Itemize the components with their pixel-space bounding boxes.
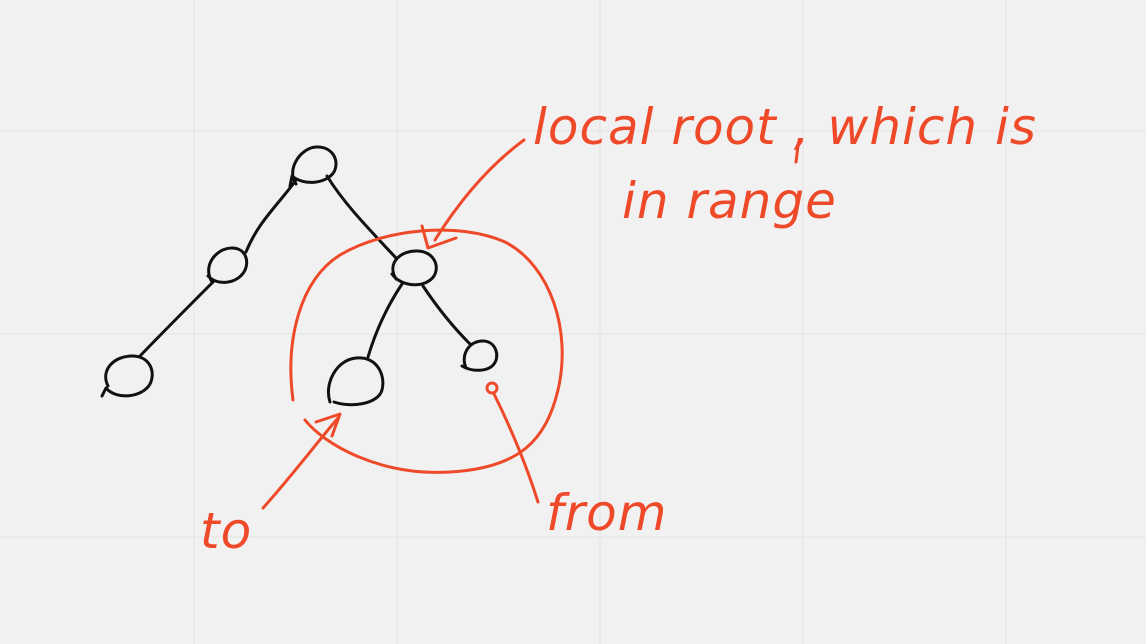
from-pointer-line (492, 392, 540, 504)
label-group: local root , which is in range to from (200, 98, 1037, 560)
local-root-label-line2: in range (622, 172, 837, 230)
tree-edge-localroot-right (421, 284, 472, 346)
tree-node-local-right (460, 339, 499, 372)
from-pointer-dot (485, 381, 499, 395)
from-label: from (546, 484, 667, 542)
tree-node-local-root (390, 249, 438, 287)
red-annotations (261, 138, 800, 510)
tree-node-left (206, 246, 249, 284)
tree-node-left-leaf (100, 354, 154, 398)
tree-edge-left-leftleaf (138, 279, 216, 358)
local-root-label-line1: local root , which is (533, 98, 1037, 156)
local-root-pointer-arrow (433, 138, 526, 242)
to-pointer-arrow (261, 416, 340, 510)
tree-edge-root-localroot (325, 174, 398, 260)
comma-mark (794, 144, 800, 164)
local-root-arrowhead (420, 224, 458, 250)
to-arrowhead (314, 412, 342, 438)
tree-diagram (100, 145, 499, 407)
tree-node-local-left (327, 356, 385, 407)
tree-edge-root-left (244, 178, 298, 254)
subtree-range-circle (289, 228, 564, 474)
tree-node-root (288, 145, 338, 188)
tree-edge-localroot-left (366, 282, 404, 359)
to-label: to (200, 502, 252, 560)
